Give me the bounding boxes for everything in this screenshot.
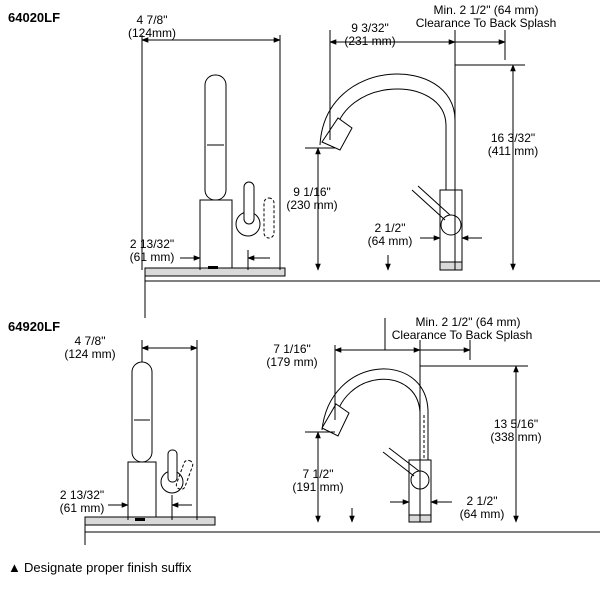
model-2-spout: [131, 361, 153, 463]
model-2-front-view: 4 7/8" (124 mm) 2 13/32" (61 mm): [60, 334, 216, 526]
model-1-faucet-body: [199, 199, 233, 269]
model-2-overall-height-mm: (338 mm): [490, 430, 541, 444]
model-1-side-view: 9 3/32" (231 mm) Min. 2 1/2" (64 mm) Cle…: [286, 3, 557, 271]
model-1-side-handle-hub: [440, 214, 462, 236]
model-2-side-reach-mm: (179 mm): [266, 355, 317, 369]
model-1-aerator-mark: [208, 266, 218, 269]
model-1-side-spray-head: [321, 117, 353, 151]
model-1-spout-height-mm: (230 mm): [286, 198, 337, 212]
model-1-base-width-mm: (64 mm): [368, 234, 413, 248]
model-2-overall-height-in: 13 5/16": [494, 417, 538, 431]
model-2-side-spout-inner: [333, 378, 421, 460]
footnote-text: Designate proper finish suffix: [24, 560, 192, 575]
model-2-spout-height-mm: (191 mm): [292, 480, 343, 494]
model-2-side-reach-in: 7 1/16": [273, 342, 311, 356]
model-1-handle-offset-in: 2 13/32": [130, 237, 174, 251]
model-1-side-reach-in: 9 3/32": [351, 21, 389, 35]
model-1-handle-offset-mm: (61 mm): [130, 250, 175, 264]
model-1-side-spout-inner: [333, 88, 447, 190]
model-1-side-spout-outer: [319, 73, 456, 190]
model-2-handle-offset-mm: (61 mm): [60, 501, 105, 515]
model-1-side-reach-mm: (231 mm): [344, 34, 395, 48]
model-2-base-width-mm: (64 mm): [460, 507, 505, 521]
model-1-base-width-in: 2 1/2": [375, 221, 406, 235]
model-2-id: 64920LF: [8, 319, 60, 334]
model-1-spout-height-in: 9 1/16": [293, 185, 331, 199]
model-2-handle-lever: [167, 449, 178, 483]
model-2-spout-reach-mm: (124 mm): [64, 347, 115, 361]
model-2-side-view: 7 1/16" (179 mm) Min. 2 1/2" (64 mm) Cle…: [266, 315, 542, 523]
model-1-deck-plate: [144, 267, 286, 277]
model-2-clearance-line1: Min. 2 1/2" (64 mm): [416, 315, 521, 329]
model-1-handle-lever: [243, 181, 255, 225]
model-1-front-view: 4 7/8" (124mm) 2 13/32" (61 mm): [128, 13, 286, 277]
model-1-overall-height-mm: (411 mm): [488, 144, 538, 158]
model-1-id: 64020LF: [8, 10, 60, 25]
model-1-clearance-line1: Min. 2 1/2" (64 mm): [434, 3, 539, 17]
model-2-aerator-mark: [135, 518, 145, 521]
model-1-spout-reach-mm: (124mm): [128, 26, 176, 40]
model-2-spout-height-in: 7 1/2": [303, 467, 334, 481]
model-2-base-width-in: 2 1/2": [467, 494, 498, 508]
model-1-overall-height-in: 16 3/32": [491, 131, 535, 145]
footnote-symbol: ▲: [8, 560, 21, 575]
model-1-handle-alt-position: [263, 197, 275, 239]
model-2-clearance-line2: Clearance To Back Splash: [392, 328, 533, 342]
model-2-spout-reach-in: 4 7/8": [75, 334, 106, 348]
model-1-clearance-line2: Clearance To Back Splash: [416, 16, 557, 30]
model-1-spout: [204, 74, 227, 201]
model-2-handle-alt-position: [175, 459, 194, 490]
model-2-deck-plate: [84, 516, 216, 526]
model-2-faucet-body: [127, 461, 157, 518]
model-2-handle-offset-in: 2 13/32": [60, 488, 104, 502]
model-2-side-spout-outer: [321, 368, 429, 460]
model-1-spout-reach-in: 4 7/8": [137, 13, 168, 27]
